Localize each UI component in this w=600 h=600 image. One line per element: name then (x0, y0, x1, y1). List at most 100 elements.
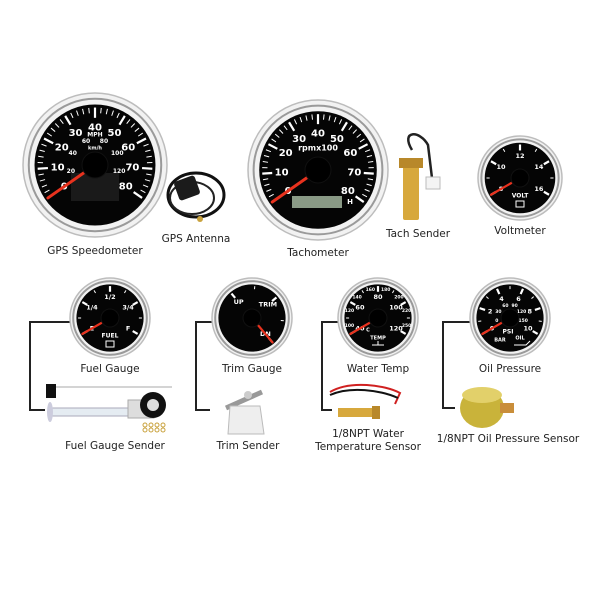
hour-label: H (347, 198, 353, 206)
tick-mark (356, 133, 362, 138)
bezel-ring (72, 280, 148, 356)
unit3-label: OIL (515, 336, 525, 342)
gps-speedometer-caption: GPS Speedometer (47, 245, 143, 257)
needle-hub (368, 308, 388, 328)
tick-mark (274, 133, 280, 138)
tick-mark (82, 108, 85, 115)
unit-label: TEMP (370, 336, 386, 342)
tick-mark (279, 129, 284, 134)
tick-mark (392, 290, 395, 294)
tick-label: 80 (119, 182, 133, 193)
gps-antenna-caption: GPS Antenna (162, 233, 231, 245)
bezel-ring (214, 280, 290, 356)
tick-mark (366, 155, 373, 158)
tick-mark (44, 189, 50, 194)
tick-mark (340, 121, 348, 132)
outer-tick-label: 180 (381, 287, 390, 293)
trim-gauge: UPTRIMDNTrim Gauge (211, 277, 293, 375)
tick-label: 14 (534, 163, 544, 171)
oil-pressure-caption: Oil Pressure (479, 363, 541, 375)
trim-sender-caption: Trim Sender (216, 440, 281, 452)
tick-mark (364, 188, 370, 192)
tick-label: 80 (341, 186, 355, 197)
tick-mark (230, 292, 236, 299)
tick-label: 100 (389, 304, 403, 312)
tick-label: TRIM (259, 301, 277, 309)
tick-label: 10 (524, 324, 534, 332)
tick-mark (543, 190, 550, 196)
tick-mark (271, 138, 277, 143)
tick-mark (366, 183, 372, 187)
bezel-ring (27, 97, 163, 233)
tick-mark (43, 137, 54, 145)
outer-tick-label: 120 (345, 308, 354, 314)
tachometer: 01020304050607080rpmx100HTachometer (247, 99, 389, 259)
tick-mark (283, 125, 288, 131)
tick-mark (367, 178, 374, 181)
tick-label: 70 (125, 162, 139, 173)
tick-mark (338, 119, 343, 125)
oil-can-icon (514, 340, 531, 346)
tick-mark (262, 161, 269, 163)
outer-tick-label: 140 (352, 295, 361, 301)
tick-mark (262, 171, 273, 175)
tick-label: 12 (515, 152, 524, 160)
tick-mark (64, 115, 72, 126)
tick-mark (364, 149, 371, 153)
inner-tick-label: 120 (517, 309, 526, 315)
tick-label: 60 (121, 143, 135, 154)
tick-label: 10 (275, 167, 289, 178)
fuel-gauge-sender-image (46, 384, 172, 433)
tick-mark (479, 307, 486, 311)
tick-label: 1/4 (86, 304, 98, 312)
inner-tick-label: 90 (511, 303, 517, 309)
outer-tick-label: 160 (366, 287, 375, 293)
tick-mark (100, 107, 102, 114)
fuel-gauge-sender-caption: Fuel Gauge Sender (65, 440, 165, 452)
tick-mark (333, 116, 337, 123)
tachometer-caption: Tachometer (286, 247, 349, 259)
tick-mark (354, 195, 365, 203)
tick-mark (265, 149, 272, 153)
tick-mark (519, 288, 524, 295)
needle-hub (500, 308, 520, 328)
tick-mark (134, 127, 140, 132)
tick-label: 30 (69, 128, 83, 139)
unit-label: VOLT (512, 193, 529, 200)
tick-mark (143, 143, 149, 147)
tick-label: 16 (534, 185, 544, 193)
tick-label: 60 (355, 304, 365, 312)
outer-tick-label: 200 (394, 295, 403, 301)
tick-mark (328, 115, 331, 121)
tick-mark (126, 119, 131, 125)
outer-tick-label: 100 (345, 323, 354, 329)
tick-label: 10 (497, 163, 507, 171)
tick-mark (496, 288, 501, 295)
tick-mark (485, 296, 489, 300)
inner-tick-label: 100 (111, 150, 124, 157)
tick-label: 50 (330, 134, 344, 145)
battery-icon (515, 200, 525, 208)
inner-tick-label: 60 (82, 138, 90, 145)
tick-mark (111, 110, 114, 116)
tick-mark (266, 188, 272, 192)
tick-mark (352, 129, 357, 134)
voltmeter: 810121416VOLTVoltmeter (477, 135, 563, 237)
inner-tick-label: 0 (495, 318, 498, 324)
water-temp-caption: Water Temp (347, 363, 410, 375)
water-sensor-caption-2: Temperature Sensor (314, 441, 422, 453)
tick-mark (288, 121, 296, 132)
bezel-ring (252, 104, 384, 236)
inner-tick-label: 80 (100, 138, 108, 145)
tick-label: 40 (88, 123, 102, 134)
tick-mark (305, 115, 308, 121)
tick-mark (38, 155, 44, 158)
tick-mark (70, 112, 74, 119)
outer-tick-label: 250 (402, 323, 411, 329)
tick-mark (136, 137, 147, 145)
tick-mark (490, 160, 497, 166)
tick-mark (93, 290, 96, 294)
inner-tick-label: 40 (69, 150, 77, 157)
tick-mark (50, 127, 56, 132)
